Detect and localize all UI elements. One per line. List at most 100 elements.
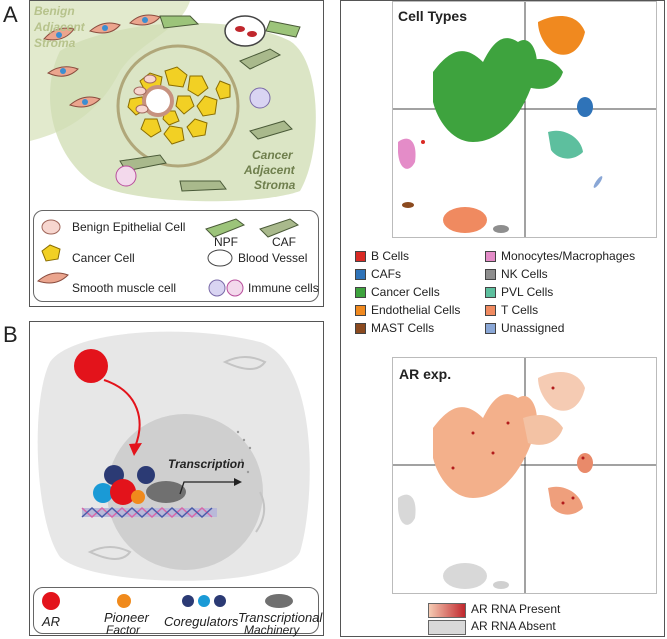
ar-cluster-cafs xyxy=(577,453,593,473)
machinery-icon xyxy=(265,594,293,608)
legend-npf: NPF xyxy=(214,235,238,249)
celltypes-title: Cell Types xyxy=(398,8,467,24)
svg-text:Stroma: Stroma xyxy=(34,36,76,50)
cluster-cancer-cells-2 xyxy=(523,59,563,89)
legend-swatch-unassigned xyxy=(485,323,496,334)
npf-icon xyxy=(205,218,246,238)
ar-absent-label: AR RNA Absent xyxy=(471,619,556,633)
benign-stroma-label: Benign xyxy=(34,4,75,18)
pioneer-factor xyxy=(131,490,145,504)
celltypes-umap: Cell Types xyxy=(392,1,657,238)
legend-machinery-2: Machinery xyxy=(244,623,300,637)
translocation-arrow xyxy=(103,379,141,448)
panel-b: Transcription AR Pioneer Factor Coregula… xyxy=(29,321,324,637)
ar-cluster-endothelial xyxy=(538,372,585,411)
cluster-monocytes xyxy=(398,138,416,169)
ar-present-swatch xyxy=(428,603,466,618)
smooth-muscle-icon xyxy=(37,272,69,284)
coreg-icon-1 xyxy=(182,595,194,607)
legend-label-nk-cells: NK Cells xyxy=(501,267,548,281)
panel-a-legend: Benign Epithelial Cell NPF CAF Cancer Ce… xyxy=(33,210,319,302)
cluster-mast xyxy=(402,202,414,208)
legend-label-b-cells: B Cells xyxy=(371,249,410,263)
cluster-unassigned xyxy=(593,176,603,188)
legend-label-endothelial-cells: Endothelial Cells xyxy=(371,303,461,317)
ar-absent-swatch xyxy=(428,620,466,635)
immune-cell-icon-1 xyxy=(208,279,226,297)
dna-strand xyxy=(82,508,217,517)
legend-label-cafs: CAFs xyxy=(371,267,401,281)
gland-outer-ring xyxy=(116,44,240,168)
legend-cancer-cell: Cancer Cell xyxy=(72,251,135,265)
ar-umap: AR exp. xyxy=(392,357,657,594)
cluster-pvl xyxy=(548,130,583,159)
legend-machinery-1: Transcriptional xyxy=(238,610,323,625)
legend-label-monocytes-macrophages: Monocytes/Macrophages xyxy=(501,249,636,263)
svg-text:Adjacent: Adjacent xyxy=(243,163,296,177)
legend-immune-cells: Immune cells xyxy=(248,281,319,295)
legend-swatch-nk-cells xyxy=(485,269,496,280)
ar-high-dots xyxy=(451,386,585,505)
legend-caf: CAF xyxy=(272,235,296,249)
legend-benign-epithelial: Benign Epithelial Cell xyxy=(72,220,186,234)
cluster-cancer-cells xyxy=(433,38,538,142)
transcription-arrow xyxy=(179,481,234,495)
cluster-endothelial xyxy=(538,16,585,55)
benign-epithelial-icon xyxy=(41,219,61,235)
pioneer-icon xyxy=(117,594,131,608)
fibroblast-cells xyxy=(119,15,301,192)
ar-cluster-monocytes xyxy=(398,494,416,525)
panel-label-b: B xyxy=(3,322,18,347)
gland-lumen xyxy=(142,85,174,117)
blood-vessel xyxy=(224,15,266,47)
cancer-cell-icon xyxy=(41,244,61,262)
ar-nuclear xyxy=(110,479,136,505)
legend-swatch-endothelial-cells xyxy=(355,305,366,316)
ar-scatter xyxy=(393,358,656,593)
panel-a: Benign Adjacent Stroma Cancer Adjacent S… xyxy=(29,0,324,307)
immune-cell-icon-2 xyxy=(226,279,244,297)
legend-swatch-cancer-cells xyxy=(355,287,366,298)
ar-cluster-tcells xyxy=(443,563,487,589)
ar-icon xyxy=(42,592,60,610)
legend-coregulators: Coregulators xyxy=(164,614,239,629)
legend-swatch-pvl-cells xyxy=(485,287,496,298)
legend-pioneer-1: Pioneer xyxy=(104,610,149,625)
legend-swatch-mast-cells xyxy=(355,323,366,334)
tumor-microenvironment-illustration: Benign Adjacent Stroma Cancer Adjacent S… xyxy=(30,1,316,202)
legend-a-icons xyxy=(37,218,300,297)
ar-cluster-cancer xyxy=(433,394,538,498)
legend-label-mast-cells: MAST Cells xyxy=(371,321,435,335)
legend-pioneer-2: Factor xyxy=(106,623,141,637)
blood-vessel-icon xyxy=(207,249,233,267)
ar-legend: AR RNA Present AR RNA Absent xyxy=(341,598,661,636)
cancer-stroma-label: Cancer xyxy=(252,148,294,162)
coregulator-dark-2 xyxy=(137,466,155,484)
legend-blood-vessel: Blood Vessel xyxy=(238,251,308,265)
benign-epithelial-cells xyxy=(133,74,157,114)
coreg-icon-3 xyxy=(214,595,226,607)
legend-swatch-t-cells xyxy=(485,305,496,316)
legend-swatch-cafs xyxy=(355,269,366,280)
svg-text:Adjacent: Adjacent xyxy=(33,20,86,34)
svg-text:Stroma: Stroma xyxy=(254,178,296,192)
transcription-label: Transcription xyxy=(168,457,244,471)
caf-icon xyxy=(259,218,300,238)
immune-cell-2 xyxy=(115,165,137,187)
panel-label-a: A xyxy=(3,2,18,27)
celltypes-scatter xyxy=(393,2,656,237)
cell-nuclei xyxy=(56,17,148,105)
immune-cell xyxy=(249,87,271,109)
cluster-tcells xyxy=(443,207,487,233)
legend-ar: AR xyxy=(42,614,61,629)
legend-label-pvl-cells: PVL Cells xyxy=(501,285,554,299)
legend-smooth-muscle: Smooth muscle cell xyxy=(72,281,177,295)
legend-swatch-b-cells xyxy=(355,251,366,262)
coreg-icon-2 xyxy=(198,595,210,607)
legend-label-t-cells: T Cells xyxy=(501,303,539,317)
panel-b-legend: AR Pioneer Factor Coregulators Transcrip… xyxy=(33,587,323,637)
legend-b-icons xyxy=(42,592,293,610)
ar-title: AR exp. xyxy=(399,366,452,382)
